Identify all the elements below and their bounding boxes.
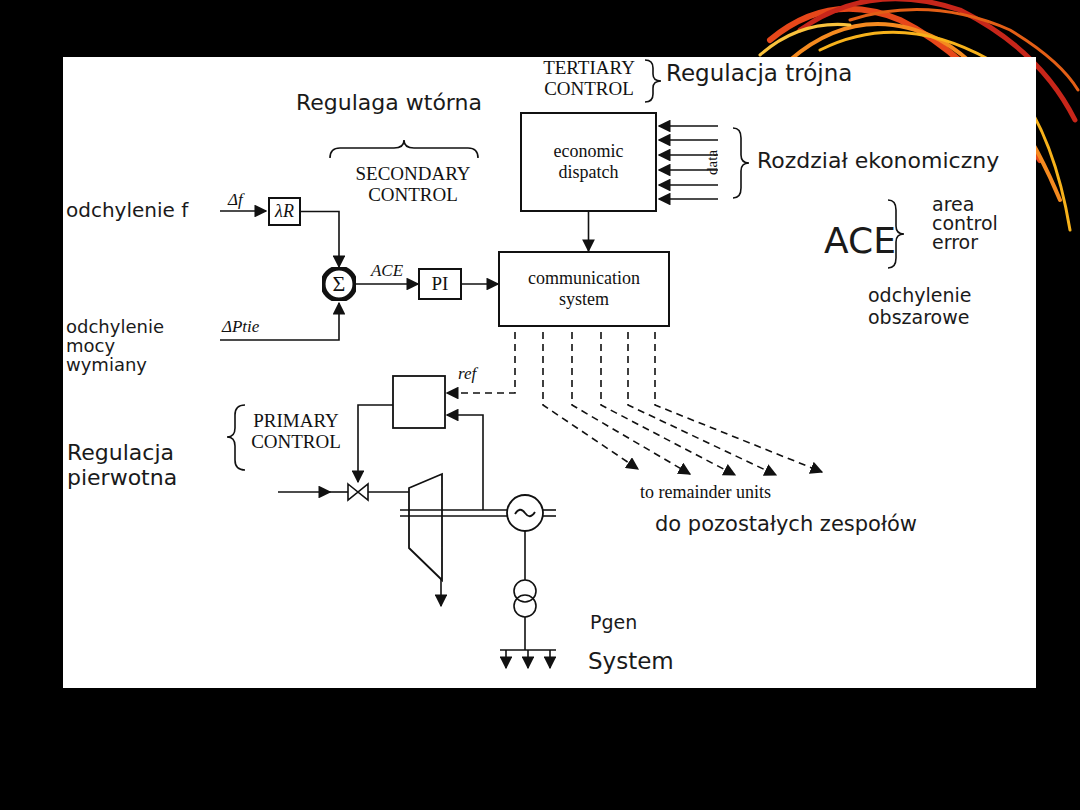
dashed-reference-line <box>601 332 735 475</box>
handwritten-note: odchylenie mocy wymiany <box>66 318 176 375</box>
process-box: communication system <box>498 251 670 327</box>
summing-junction: Σ <box>322 267 356 301</box>
transformer-symbol <box>514 531 536 650</box>
signal-name: ref <box>458 364 476 384</box>
connector <box>356 283 418 285</box>
acronym: ACE <box>824 220 896 261</box>
node-text: λR <box>275 201 294 222</box>
controller-box: PI <box>418 268 462 300</box>
brace <box>227 60 904 470</box>
signal-line <box>659 184 718 186</box>
signal-name: ΔPtie <box>222 317 259 337</box>
transformer-symbol <box>524 531 526 580</box>
turbine-symbol <box>409 474 442 580</box>
gain-box: λR <box>268 197 301 226</box>
turbine-symbol <box>409 474 442 580</box>
control-line <box>358 405 393 482</box>
shaft <box>400 515 507 517</box>
process-box: economic dispatch <box>520 112 657 212</box>
brace <box>330 140 478 158</box>
handwritten-note: Regulaga wtórna <box>296 90 482 115</box>
busbar <box>500 650 556 668</box>
shaft <box>400 509 507 511</box>
handwritten-note: do pozostałych zespołów <box>655 512 917 536</box>
handwritten-note: Regulacja trójna <box>666 60 852 86</box>
governor-box <box>393 376 445 428</box>
control-line <box>278 491 330 493</box>
signal-name: Δf <box>228 190 243 210</box>
node-text: Σ <box>333 271 346 296</box>
control-line <box>447 415 483 510</box>
node-text: economic dispatch <box>526 141 651 182</box>
handwritten-note: odchylenie obszarowe <box>868 285 998 329</box>
signal-name: ACE <box>369 261 405 281</box>
transformer-symbol <box>514 595 536 617</box>
dashed-reference-line <box>543 332 638 469</box>
handwritten-note: area control error <box>932 195 1012 252</box>
generator-symbol <box>507 495 543 531</box>
valve-symbol <box>348 484 368 500</box>
circle-outline <box>323 268 355 300</box>
busbar <box>505 650 507 668</box>
swirl-ornament <box>760 24 850 55</box>
handwritten-note: odchylenie f <box>66 199 188 222</box>
heading: TERTIARY CONTROL <box>530 57 648 100</box>
brace <box>733 128 749 198</box>
connector <box>588 212 590 251</box>
brace <box>645 60 661 102</box>
dashed-reference-line <box>447 332 515 393</box>
signal-name: data <box>704 150 721 175</box>
heading: SECONDARY CONTROL <box>338 163 488 206</box>
busbar <box>549 650 551 668</box>
control-line <box>330 491 348 493</box>
connector <box>301 212 339 268</box>
node-text: PI <box>432 273 449 295</box>
busbar <box>527 650 529 668</box>
generator-symbol <box>515 510 535 517</box>
shaft <box>543 509 556 511</box>
dashed-reference-line <box>655 332 822 472</box>
transformer-symbol <box>524 617 526 650</box>
connector <box>462 283 498 285</box>
note: to remainder units <box>640 482 771 502</box>
handwritten-note: Regulacja pierwotna <box>67 440 207 491</box>
valve-symbol <box>348 484 368 500</box>
signal-line <box>220 303 339 340</box>
signal-line <box>659 198 718 200</box>
signal-line <box>659 139 718 141</box>
shaft <box>543 515 556 517</box>
governor-box <box>393 376 445 428</box>
dashed-reference-line <box>447 332 822 475</box>
handwritten-note: System <box>588 648 674 674</box>
brace <box>227 405 245 470</box>
heading: PRIMARY CONTROL <box>243 410 349 453</box>
dashed-reference-line <box>628 332 776 475</box>
dashed-reference-line <box>572 332 690 474</box>
signal-name: Pgen <box>590 612 637 634</box>
control-line <box>368 491 409 493</box>
signal-line <box>659 125 718 127</box>
handwritten-note: Rozdział ekonomiczny <box>757 148 999 173</box>
node-text: communication system <box>504 268 664 309</box>
signal-line <box>220 210 266 212</box>
generator-symbol <box>507 495 543 531</box>
